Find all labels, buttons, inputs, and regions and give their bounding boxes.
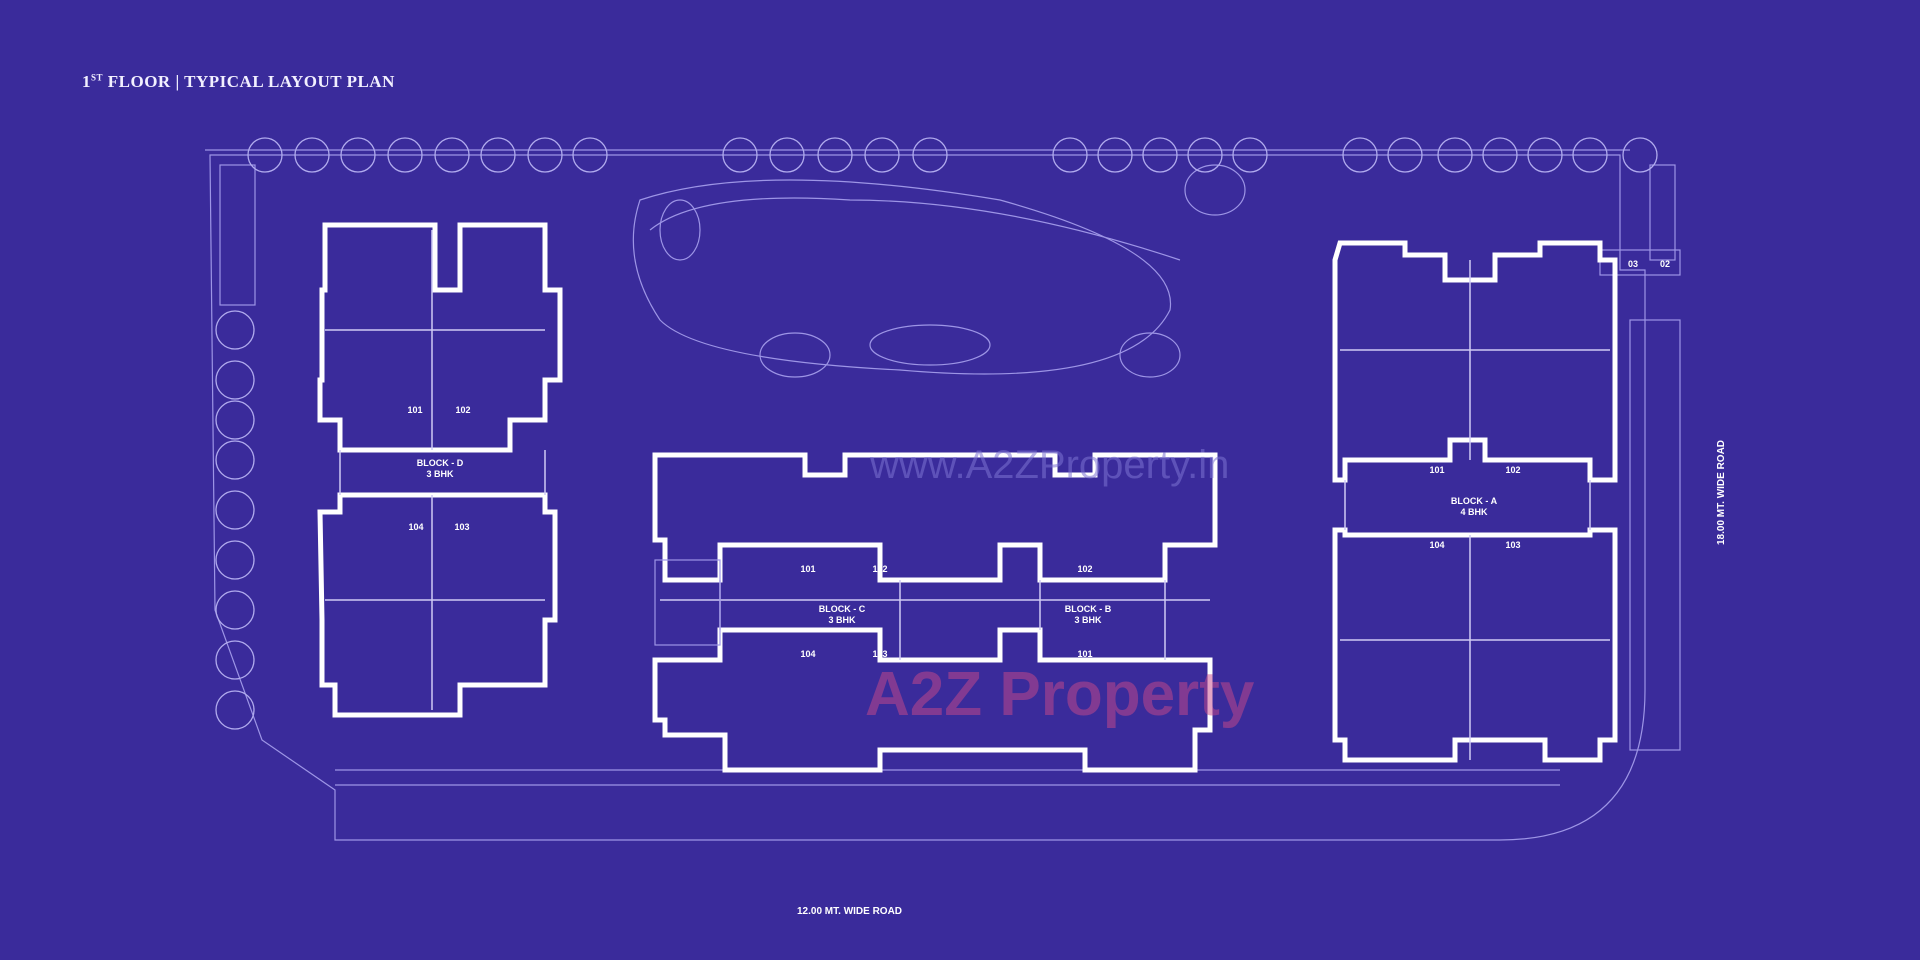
tree-icon	[387, 137, 423, 173]
tree-icon	[722, 137, 758, 173]
site-boundary	[205, 149, 1681, 841]
block-type: 3 BHK	[1074, 615, 1102, 625]
block-name: BLOCK - A	[1451, 496, 1498, 506]
unit-number: 102	[872, 564, 887, 574]
tree-icon	[340, 137, 376, 173]
unit-number: 101	[800, 564, 815, 574]
tree-icon	[480, 137, 516, 173]
tree-icon	[215, 310, 255, 350]
tree-icon	[1342, 137, 1378, 173]
tree-icon	[1482, 137, 1518, 173]
tree-icon	[215, 490, 255, 530]
block-type: 3 BHK	[426, 469, 454, 479]
tree-icon	[215, 690, 255, 730]
watermark-url: www.A2ZProperty.in	[869, 443, 1229, 487]
block-name: BLOCK - C	[819, 604, 866, 614]
tree-icon	[1622, 137, 1658, 173]
tree-icon	[215, 360, 255, 400]
unit-number: 102	[1077, 564, 1092, 574]
tree-icon	[1387, 137, 1423, 173]
unit-number: 104	[1429, 540, 1444, 550]
tree-icon	[912, 137, 948, 173]
unit-number: 102	[455, 405, 470, 415]
tree-icon	[527, 137, 563, 173]
block-name: BLOCK - B	[1065, 604, 1112, 614]
block-name: BLOCK - D	[417, 458, 464, 468]
block-a	[1332, 240, 1618, 763]
tree-icon	[864, 137, 900, 173]
tree-icon	[215, 640, 255, 680]
tree-icon	[1097, 137, 1133, 173]
block-c-b	[652, 452, 1218, 773]
block-d	[317, 222, 563, 718]
tree-icon	[434, 137, 470, 173]
block-type: 4 BHK	[1460, 507, 1488, 517]
tree-icon	[294, 137, 330, 173]
watermark-logo: A2Z Property	[865, 660, 1255, 729]
tree-icon	[1187, 137, 1223, 173]
unit-number: 101	[1077, 649, 1092, 659]
tree-icon	[1527, 137, 1563, 173]
unit-number: 101	[1429, 465, 1444, 475]
tree-icon	[1437, 137, 1473, 173]
unit-number: 103	[1505, 540, 1520, 550]
central-garden	[632, 164, 1246, 378]
tree-icon	[817, 137, 853, 173]
tree-icon	[215, 590, 255, 630]
road-label-right: 18.00 MT. WIDE ROAD	[1716, 440, 1727, 545]
block-type: 3 BHK	[828, 615, 856, 625]
road-label-bottom: 12.00 MT. WIDE ROAD	[797, 906, 902, 917]
parking-label: 03	[1628, 259, 1638, 269]
unit-number: 103	[454, 522, 469, 532]
plan-title: 1ST FLOOR | TYPICAL LAYOUT PLAN	[82, 72, 395, 91]
unit-number: 103	[872, 649, 887, 659]
tree-icon	[215, 400, 255, 440]
tree-icon	[215, 540, 255, 580]
tree-icon	[1142, 137, 1178, 173]
parking-label: 02	[1660, 259, 1670, 269]
unit-number: 101	[407, 405, 422, 415]
tree-icon	[572, 137, 608, 173]
unit-number: 102	[1505, 465, 1520, 475]
unit-number: 104	[408, 522, 423, 532]
unit-number: 104	[800, 649, 815, 659]
tree-icon	[1232, 137, 1268, 173]
tree-icon	[769, 137, 805, 173]
tree-icon	[215, 440, 255, 480]
tree-icon	[247, 137, 283, 173]
trees	[215, 137, 1658, 730]
tree-icon	[1572, 137, 1608, 173]
tree-icon	[1052, 137, 1088, 173]
